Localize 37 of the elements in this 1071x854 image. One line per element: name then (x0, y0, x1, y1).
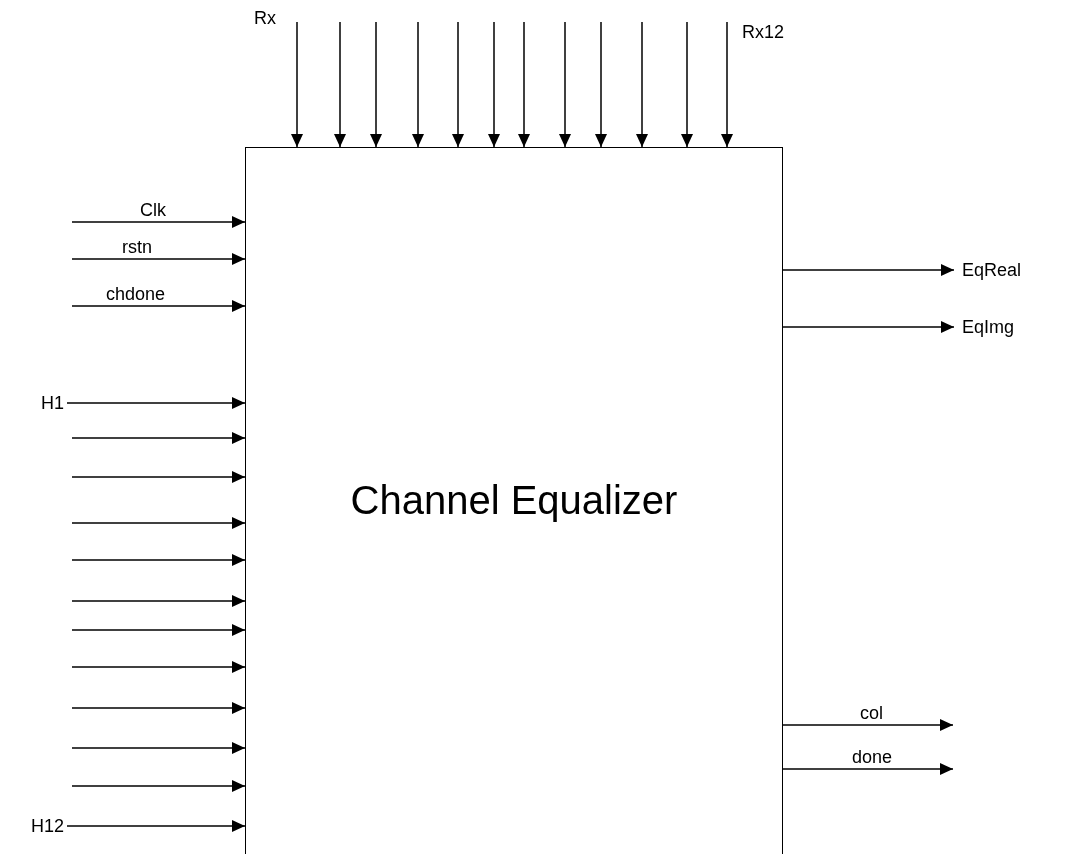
arrow (595, 21, 607, 148)
arrow (71, 742, 246, 754)
arrow (370, 21, 382, 148)
arrow (71, 432, 246, 444)
arrow (782, 264, 955, 276)
arrow (71, 471, 246, 483)
arrow (71, 517, 246, 529)
arrow (488, 21, 500, 148)
arrow (452, 21, 464, 148)
signal-label: H1 (41, 392, 64, 414)
arrow (636, 21, 648, 148)
arrow (66, 820, 246, 832)
signal-label: EqImg (962, 316, 1015, 339)
signal-label: H12 (30, 815, 64, 837)
arrow (71, 554, 246, 566)
arrow (721, 21, 733, 148)
arrow (71, 216, 246, 228)
block-title: Channel Equalizer (349, 478, 679, 523)
arrow (291, 21, 303, 148)
arrow (334, 21, 346, 148)
arrow (66, 397, 246, 409)
block-box (245, 147, 783, 854)
arrow (71, 253, 246, 265)
arrow (681, 21, 693, 148)
arrow (71, 595, 246, 607)
arrow (518, 21, 530, 148)
arrow (71, 300, 246, 312)
arrow (71, 661, 246, 673)
arrow (71, 702, 246, 714)
arrow (782, 321, 955, 333)
signal-label: EqReal (962, 259, 1022, 282)
arrow (71, 780, 246, 792)
arrow (71, 624, 246, 636)
arrow (412, 21, 424, 148)
arrow (782, 719, 954, 731)
arrow (782, 763, 954, 775)
arrow (559, 21, 571, 148)
